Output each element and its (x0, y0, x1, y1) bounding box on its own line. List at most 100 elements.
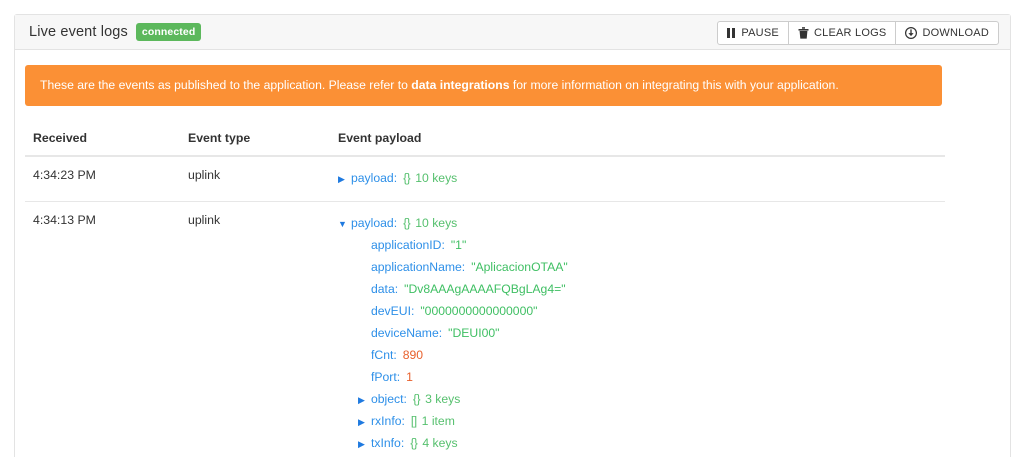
json-root-node[interactable]: ▼ payload : {} 10 keys (338, 213, 937, 235)
json-key-fCnt: fCnt (371, 348, 394, 362)
events-table: Received Event type Event payload 4:34:2… (25, 123, 945, 457)
download-icon (905, 27, 918, 39)
events-table-container: Received Event type Event payload 4:34:2… (25, 123, 945, 457)
json-node[interactable]: ▶ rxInfo: [] 1 item (358, 411, 937, 433)
json-value-fPort: 1 (406, 370, 413, 384)
json-key-rxInfo: rxInfo (371, 414, 402, 428)
json-node[interactable]: ▶ txInfo: {} 4 keys (358, 433, 937, 455)
table-row[interactable]: 4:34:23 PM uplink ▶ payload : {} 10 keys (25, 156, 945, 202)
json-tree-expanded: ▼ payload : {} 10 keys ▶applicationID:"1… (338, 213, 937, 455)
json-value-applicationID: "1" (450, 238, 467, 252)
json-key-txInfo: txInfo (371, 436, 401, 450)
chevron-right-icon[interactable]: ▶ (338, 174, 345, 184)
card-header: Live event logs connected PAUSE (15, 15, 1010, 50)
json-root-node[interactable]: ▶ payload : {} 10 keys (338, 168, 937, 190)
json-count: 3 keys (425, 392, 461, 406)
banner-text-before: These are the events as published to the… (40, 78, 412, 92)
json-colon: : (393, 171, 398, 185)
chevron-right-icon[interactable]: ▶ (358, 417, 365, 427)
tree-indent-spacer: ▶ (358, 258, 368, 279)
tree-indent-spacer: ▶ (358, 236, 368, 257)
json-colon: : (403, 392, 407, 406)
table-header-row: Received Event type Event payload (25, 123, 945, 157)
json-brace: [] (410, 414, 417, 428)
events-table-head: Received Event type Event payload (25, 123, 945, 157)
page-title: Live event logs (29, 23, 128, 40)
json-value-data: "Dv8AAAgAAAAFQBgLAg4=" (404, 282, 566, 296)
download-button[interactable]: DOWNLOAD (895, 21, 999, 45)
json-count: 4 keys (422, 436, 458, 450)
status-badge: connected (135, 22, 202, 42)
download-button-label: DOWNLOAD (922, 27, 989, 39)
cell-event-payload: ▶ payload : {} 10 keys (330, 156, 945, 202)
json-tree-collapsed: ▶ payload : {} 10 keys (338, 168, 937, 190)
banner-link-data-integrations[interactable]: data integrations (411, 78, 510, 92)
json-count: 10 keys (415, 171, 458, 185)
json-node[interactable]: ▶ object: {} 3 keys (358, 389, 937, 411)
json-node: ▶devEUI: "0000000000000000" (358, 301, 937, 323)
json-key-fPort: fPort (371, 370, 397, 384)
trash-icon (798, 27, 809, 39)
json-key-applicationName: applicationName (371, 260, 462, 274)
json-colon: : (393, 348, 397, 362)
json-node: ▶fCnt:890 (358, 345, 937, 367)
table-row[interactable]: 4:34:13 PM uplink ▼ payload : {} 10 keys (25, 201, 945, 457)
json-colon: : (461, 260, 466, 274)
json-colon: : (400, 436, 405, 450)
json-key-object: object (371, 392, 404, 406)
json-node: ▶applicationID: "1" (358, 235, 937, 257)
events-table-body: 4:34:23 PM uplink ▶ payload : {} 10 keys (25, 156, 945, 457)
tree-indent-spacer: ▶ (358, 346, 368, 367)
json-children-container: ▶applicationID:"1"▶applicationName:"Apli… (338, 235, 937, 455)
json-value-devEUI: "0000000000000000" (420, 304, 538, 318)
json-key-data: data (371, 282, 395, 296)
json-key-applicationID: applicationID (371, 238, 442, 252)
column-header-event-payload: Event payload (330, 123, 945, 157)
json-brace: {} (403, 216, 411, 230)
json-colon: : (394, 282, 399, 296)
cell-event-payload: ▼ payload : {} 10 keys ▶applicationID:"1… (330, 201, 945, 457)
cell-received: 4:34:23 PM (33, 168, 96, 182)
live-event-logs-card: Live event logs connected PAUSE (14, 14, 1011, 457)
cell-event-type: uplink (188, 168, 221, 182)
json-brace: {} (410, 436, 418, 450)
json-count: 1 item (421, 414, 455, 428)
chevron-right-icon[interactable]: ▶ (358, 439, 365, 449)
tree-indent-spacer: ▶ (358, 302, 368, 323)
toolbar-button-group: PAUSE CLEAR LOGS (717, 21, 999, 45)
clear-logs-button[interactable]: CLEAR LOGS (787, 21, 897, 45)
json-colon: : (401, 414, 405, 428)
json-brace: {} (403, 171, 411, 185)
json-colon: : (441, 238, 445, 252)
banner-text-after: for more information on integrating this… (509, 78, 839, 92)
json-key-payload: payload (351, 216, 394, 230)
column-header-received: Received (25, 123, 180, 157)
cell-event-type: uplink (180, 201, 330, 457)
json-node: ▶applicationName: "AplicacionOTAA" (358, 257, 937, 279)
json-key-devEUI: devEUI (371, 304, 411, 318)
json-colon: : (410, 304, 415, 318)
tree-indent-spacer: ▶ (358, 280, 368, 301)
clear-logs-button-label: CLEAR LOGS (813, 27, 887, 39)
json-node: ▶data: "Dv8AAAgAAAAFQBgLAg4=" (358, 279, 937, 301)
pause-button-label: PAUSE (741, 27, 779, 39)
tree-indent-spacer: ▶ (358, 368, 368, 389)
json-value-fCnt: 890 (402, 348, 424, 362)
chevron-right-icon[interactable]: ▶ (358, 395, 365, 405)
info-banner: These are the events as published to the… (25, 65, 942, 106)
json-key-payload: payload (351, 171, 394, 185)
json-key-deviceName: deviceName (371, 326, 439, 340)
json-value-deviceName: "DEUI00" (448, 326, 500, 340)
tree-indent-spacer: ▶ (358, 324, 368, 345)
json-node: ▶deviceName: "DEUI00" (358, 323, 937, 345)
pause-icon (727, 28, 736, 38)
json-colon: : (438, 326, 443, 340)
json-brace: {} (412, 392, 421, 406)
cell-received: 4:34:13 PM (25, 201, 180, 457)
json-value-applicationName: "AplicacionOTAA" (471, 260, 568, 274)
column-header-event-type: Event type (180, 123, 330, 157)
chevron-down-icon[interactable]: ▼ (338, 219, 347, 229)
json-colon: : (393, 216, 398, 230)
pause-button[interactable]: PAUSE (717, 21, 789, 45)
